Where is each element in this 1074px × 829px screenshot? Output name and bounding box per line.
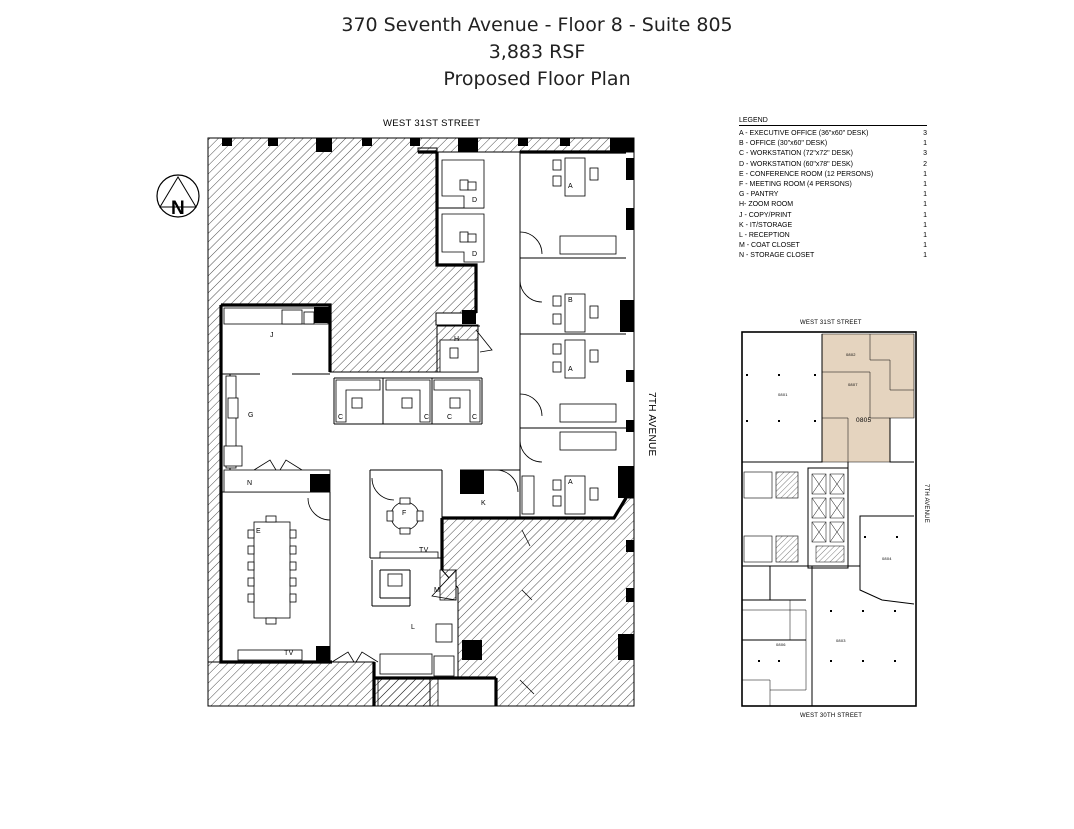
legend-count: 1 xyxy=(923,231,927,239)
reception-furniture xyxy=(379,568,457,677)
title-caption: Proposed Floor Plan xyxy=(443,68,631,90)
legend-label: J - COPY/PRINT xyxy=(739,211,792,219)
legend-count: 2 xyxy=(923,160,927,168)
legend-label: D - WORKSTATION (60"x78" DESK) xyxy=(739,160,854,168)
room-label-f: F xyxy=(402,510,407,517)
room-label-h: H xyxy=(454,336,460,343)
legend-label: E - CONFERENCE ROOM (12 PERSONS) xyxy=(739,170,874,178)
legend-row: G - PANTRY 1 xyxy=(739,190,927,200)
room-label-a2: A xyxy=(568,366,573,373)
title-area: 3,883 RSF xyxy=(488,41,586,63)
legend-row: K - IT/STORAGE 1 xyxy=(739,221,927,231)
legend-label: C - WORKSTATION (72"x72" DESK) xyxy=(739,150,854,158)
room-label-k: K xyxy=(481,500,486,507)
key-plan-unit-label: 0803 xyxy=(836,638,846,643)
room-label-a3: A xyxy=(568,479,573,486)
key-plan-unit-label: 0804 xyxy=(882,556,892,561)
legend-label: K - IT/STORAGE xyxy=(739,221,793,229)
legend-row: N - STORAGE CLOSET 1 xyxy=(739,251,927,261)
north-arrow-icon: N xyxy=(156,174,200,219)
compass-letter: N xyxy=(171,198,185,219)
key-plan-south-label: WEST 30TH STREET xyxy=(800,713,863,719)
key-plan-east-label: 7TH AVENUE xyxy=(923,484,929,523)
legend-count: 1 xyxy=(923,180,927,188)
door-swings xyxy=(253,231,543,695)
room-label-n: N xyxy=(247,480,253,487)
room-label-tv2: TV xyxy=(284,650,294,657)
key-plan-unit-label: 0806 xyxy=(776,642,786,647)
legend-count: 1 xyxy=(923,170,927,178)
legend-count: 1 xyxy=(923,221,927,229)
legend-row: E - CONFERENCE ROOM (12 PERSONS) 1 xyxy=(739,170,927,180)
legend-label: H- ZOOM ROOM xyxy=(739,201,794,209)
room-label-b: B xyxy=(568,297,573,304)
legend-count: 1 xyxy=(923,191,927,199)
legend-label: L - RECEPTION xyxy=(739,231,790,239)
east-street-label: 7TH AVENUE xyxy=(646,392,657,457)
room-label-tv1: TV xyxy=(419,547,429,554)
room-label-e: E xyxy=(256,528,261,535)
workstation-d-furniture xyxy=(441,159,485,263)
legend-row: B - OFFICE (30"x60" DESK) 1 xyxy=(739,139,927,149)
hatched-entry xyxy=(377,677,439,707)
key-plan-unit-label: 0801 xyxy=(778,392,788,397)
legend-count: 1 xyxy=(923,211,927,219)
key-plan-suite-label: 0805 xyxy=(856,417,872,424)
north-street-label: WEST 31ST STREET xyxy=(383,118,481,129)
meeting-room-table xyxy=(379,497,439,559)
legend-label: N - STORAGE CLOSET xyxy=(739,252,815,260)
title-block: 370 Seventh Avenue - Floor 8 - Suite 805… xyxy=(0,12,1074,93)
legend-row: M - COAT CLOSET 1 xyxy=(739,241,927,251)
legend-label: A - EXECUTIVE OFFICE (36"x60" DESK) xyxy=(739,130,869,137)
conference-table xyxy=(237,515,303,661)
key-plan-north-label: WEST 31ST STREET xyxy=(800,320,862,326)
legend-label: B - OFFICE (30"x60" DESK) xyxy=(739,140,828,148)
workstation-c-furniture xyxy=(335,339,481,423)
north-windows xyxy=(222,138,634,152)
room-label-c4: C xyxy=(472,414,478,421)
office-furniture xyxy=(521,157,617,515)
wall-columns xyxy=(310,307,484,662)
legend-count: 1 xyxy=(923,201,927,209)
copy-pantry-furniture xyxy=(223,307,331,493)
hatched-south-east xyxy=(441,497,635,707)
room-label-j: J xyxy=(270,332,274,339)
east-windows xyxy=(618,158,634,660)
room-label-d1: D xyxy=(472,197,478,204)
room-label-a1: A xyxy=(568,183,573,190)
legend-row: L - RECEPTION 1 xyxy=(739,231,927,241)
legend-row: C - WORKSTATION (72"x72" DESK) 3 xyxy=(739,149,927,159)
legend-row: D - WORKSTATION (60"x78" DESK) 2 xyxy=(739,160,927,170)
legend: LEGEND A - EXECUTIVE OFFICE (36"x60" DES… xyxy=(739,117,927,261)
key-plan-unit-label: 0807 xyxy=(848,382,858,387)
legend-heading: LEGEND xyxy=(739,117,927,126)
legend-row: H- ZOOM ROOM 1 xyxy=(739,200,927,210)
legend-row: J - COPY/PRINT 1 xyxy=(739,211,927,221)
legend-row: A - EXECUTIVE OFFICE (36"x60" DESK) 3 xyxy=(739,129,927,139)
key-plan-unit-label: 0802 xyxy=(846,352,856,357)
room-label-c3: C xyxy=(447,414,453,421)
legend-label: G - PANTRY xyxy=(739,191,779,199)
legend-count: 1 xyxy=(923,252,927,260)
legend-row: F - MEETING ROOM (4 PERSONS) 1 xyxy=(739,180,927,190)
key-plan xyxy=(741,331,917,707)
room-label-g: G xyxy=(248,412,254,419)
legend-count: 1 xyxy=(923,242,927,250)
legend-count: 3 xyxy=(923,150,927,158)
title-address: 370 Seventh Avenue - Floor 8 - Suite 805 xyxy=(341,14,733,36)
legend-count: 1 xyxy=(923,140,927,148)
room-label-m: M xyxy=(434,587,441,594)
legend-label: F - MEETING ROOM (4 PERSONS) xyxy=(739,180,852,188)
room-label-l: L xyxy=(411,624,416,631)
legend-label: M - COAT CLOSET xyxy=(739,242,800,250)
room-label-d2: D xyxy=(472,251,478,258)
legend-count: 3 xyxy=(923,130,927,137)
room-label-c2: C xyxy=(424,414,430,421)
room-label-c1: C xyxy=(338,414,344,421)
